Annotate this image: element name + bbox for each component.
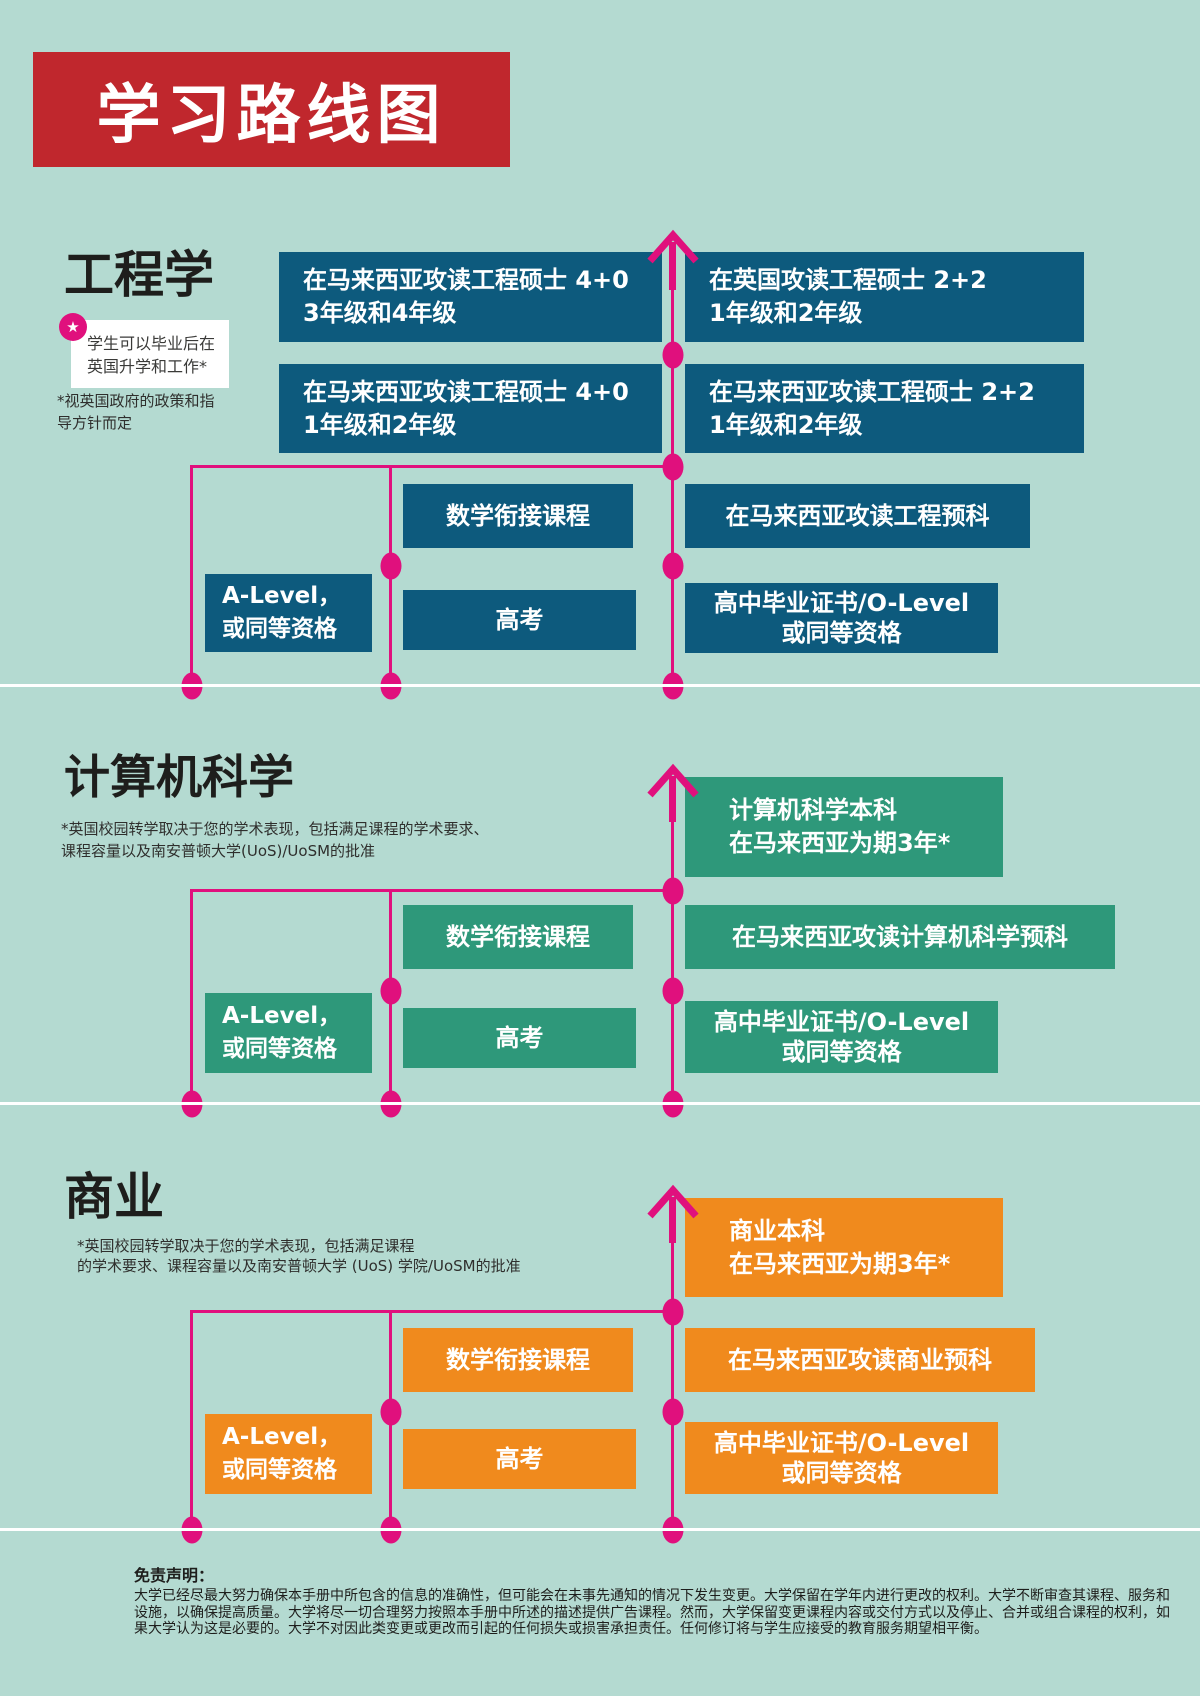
section-title-engineering: 工程学 <box>64 246 214 304</box>
up-arrow-icon <box>647 229 699 264</box>
connector-line <box>671 1197 674 1530</box>
section-title-computer-science: 计算机科学 <box>64 750 294 804</box>
business-math-bridge-box: 数学衔接课程 <box>403 1328 633 1392</box>
connector-line <box>671 776 674 1104</box>
business-high-school-box: 高中毕业证书/O-Level 或同等资格 <box>685 1422 998 1494</box>
connector-line <box>190 465 193 686</box>
cs-high-school-box: 高中毕业证书/O-Level 或同等资格 <box>685 1001 998 1073</box>
connector-dot <box>380 552 402 580</box>
cs-degree-box: 计算机科学本科 在马来西亚为期3年* <box>685 777 1003 877</box>
connector-line <box>669 776 676 822</box>
engineering-foundation-box: 在马来西亚攻读工程预科 <box>685 484 1030 548</box>
section-title-business: 商业 <box>64 1168 164 1226</box>
section-divider <box>0 684 1200 687</box>
cs-gaokao-box: 高考 <box>403 1008 636 1068</box>
connector-dot <box>662 341 684 369</box>
page-title: 学习路线图 <box>33 52 510 167</box>
engineering-highlight-note: 学生可以毕业后在 英国升学和工作* <box>71 320 229 388</box>
engineering-masters-malaysia-40-y12-box: 在马来西亚攻读工程硕士 4+0 1年级和2年级 <box>279 364 662 453</box>
section-divider <box>0 1528 1200 1531</box>
business-foundation-box: 在马来西亚攻读商业预科 <box>685 1328 1035 1392</box>
connector-line <box>669 242 676 290</box>
connector-line <box>669 1197 676 1243</box>
engineering-masters-uk-22-y12-box: 在英国攻读工程硕士 2+2 1年级和2年级 <box>685 252 1084 342</box>
engineering-gaokao-box: 高考 <box>403 590 636 650</box>
connector-dot <box>380 977 402 1005</box>
business-footnote: *英国校园转学取决于您的学术表现，包括满足课程 的学术要求、课程容量以及南安普顿… <box>77 1237 521 1275</box>
disclaimer-body: 大学已经尽最大努力确保本手册中所包含的信息的准确性，但可能会在未事先通知的情况下… <box>134 1588 1170 1637</box>
cs-foundation-box: 在马来西亚攻读计算机科学预科 <box>685 905 1115 969</box>
business-gaokao-box: 高考 <box>403 1429 636 1489</box>
connector-dot <box>662 1398 684 1426</box>
engineering-math-bridge-box: 数学衔接课程 <box>403 484 633 548</box>
section-divider <box>0 1102 1200 1105</box>
connector-dot <box>662 453 684 481</box>
connector-dot <box>380 1398 402 1426</box>
connector-line <box>192 889 673 892</box>
engineering-a-level-box: A-Level， 或同等资格 <box>205 574 372 652</box>
connector-line <box>192 1310 673 1313</box>
engineering-footnote: *视英国政府的政策和指 导方针而定 <box>57 392 215 432</box>
business-a-level-box: A-Level， 或同等资格 <box>205 1414 372 1494</box>
connector-dot <box>662 977 684 1005</box>
computer-science-footnote: *英国校园转学取决于您的学术表现，包括满足课程的学术要求、 课程容量以及南安普顿… <box>61 820 489 860</box>
up-arrow-icon <box>647 1184 699 1219</box>
up-arrow-icon <box>647 763 699 798</box>
connector-dot <box>662 877 684 905</box>
connector-line <box>190 1310 193 1530</box>
cs-a-level-box: A-Level， 或同等资格 <box>205 993 372 1073</box>
engineering-masters-malaysia-22-y12-box: 在马来西亚攻读工程硕士 2+2 1年级和2年级 <box>685 364 1084 453</box>
cs-math-bridge-box: 数学衔接课程 <box>403 905 633 969</box>
business-degree-box: 商业本科 在马来西亚为期3年* <box>685 1198 1003 1297</box>
connector-dot <box>662 552 684 580</box>
engineering-masters-malaysia-40-y34-box: 在马来西亚攻读工程硕士 4+0 3年级和4年级 <box>279 252 662 342</box>
connector-line <box>192 465 673 468</box>
star-icon: ★ <box>59 313 87 341</box>
engineering-high-school-box: 高中毕业证书/O-Level 或同等资格 <box>685 583 998 653</box>
disclaimer-title: 免责声明： <box>134 1566 215 1585</box>
connector-line <box>190 889 193 1104</box>
connector-dot <box>662 1298 684 1326</box>
